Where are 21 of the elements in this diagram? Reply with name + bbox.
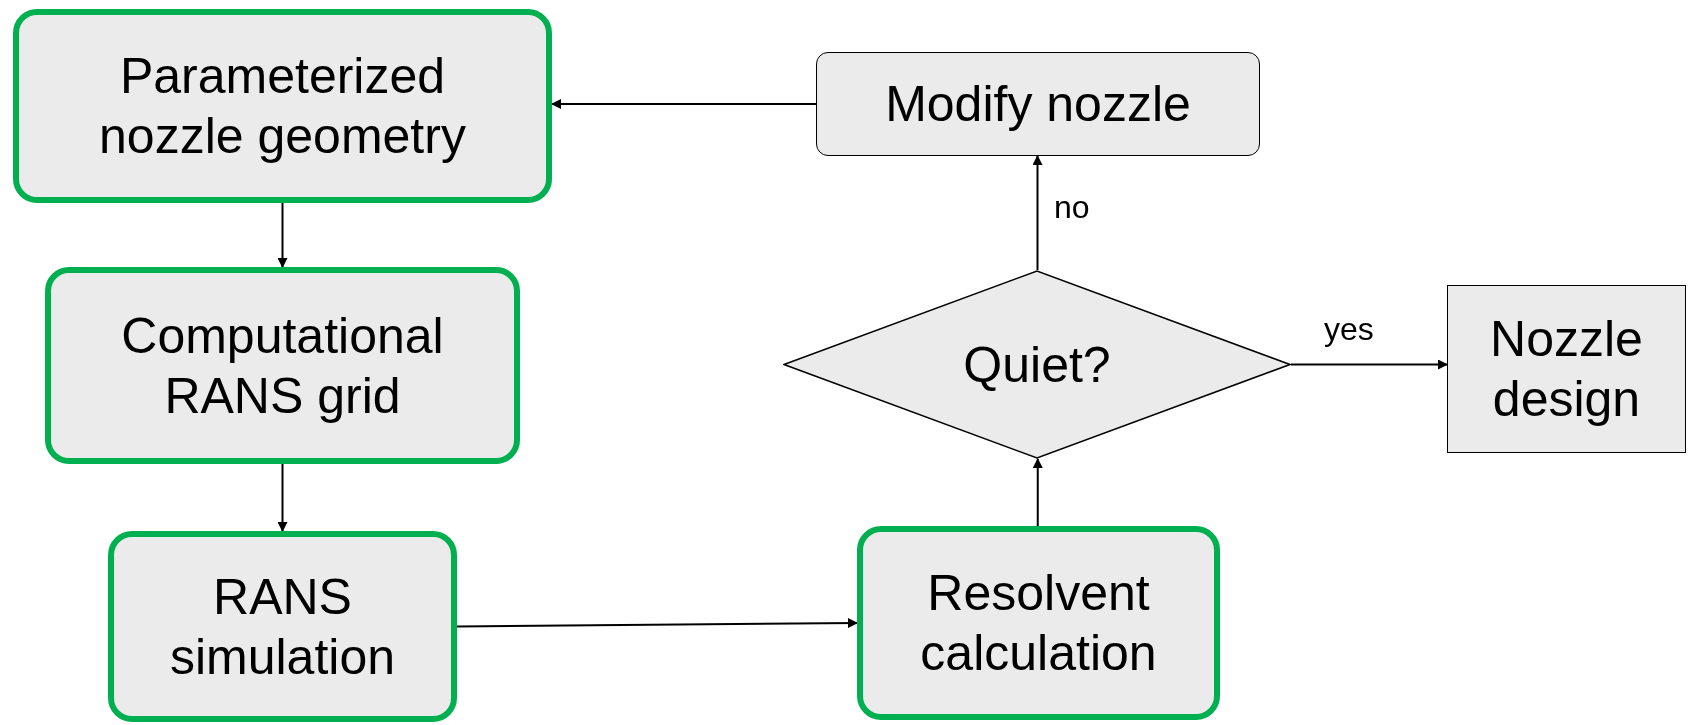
arrow [277,202,288,268]
node-label: Parameterized nozzle geometry [98,47,467,166]
process-box [45,267,520,464]
arrow [277,463,288,532]
node-label: Computational RANS grid [120,306,445,426]
arrow [456,618,858,629]
arrow [1032,155,1043,271]
node-label: Nozzle design [1489,310,1644,429]
process-box [13,9,552,203]
node-label: RANS simulation [168,567,397,687]
arrow [551,99,817,109]
process-box [108,531,457,722]
arrow [1032,458,1043,527]
decision-diamond [783,270,1291,459]
process-box [816,52,1260,156]
process-box [857,526,1220,720]
node-label: Modify nozzle [884,75,1192,134]
terminal-box [1447,285,1686,453]
node-label: Resolvent calculation [919,564,1158,683]
arrow [1290,359,1448,370]
node-label: Quiet? [962,335,1112,395]
